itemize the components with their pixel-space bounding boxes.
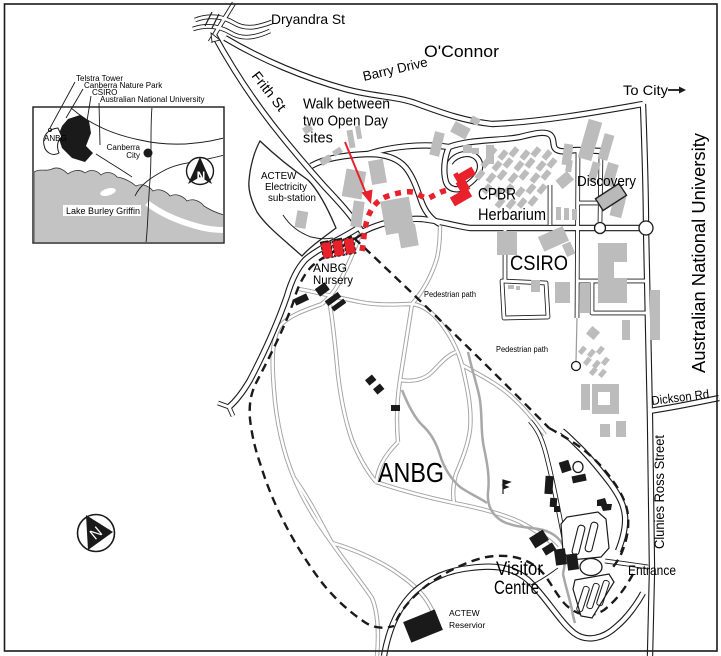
svg-text:Pedestrian path: Pedestrian path xyxy=(496,345,548,354)
svg-text:Lake Burley Griffin: Lake Burley Griffin xyxy=(66,206,140,216)
svg-text:Discovery: Discovery xyxy=(577,173,636,190)
svg-text:Walk between: Walk between xyxy=(303,97,390,113)
svg-text:sub-station: sub-station xyxy=(268,193,316,204)
svg-text:CPBR: CPBR xyxy=(478,185,516,204)
svg-text:Nursery: Nursery xyxy=(313,273,353,287)
svg-text:ANBG: ANBG xyxy=(313,261,347,275)
svg-text:ACTEW: ACTEW xyxy=(449,608,480,618)
svg-text:Centre: Centre xyxy=(494,578,539,599)
svg-text:CSIRO: CSIRO xyxy=(510,252,568,275)
svg-text:N: N xyxy=(197,169,206,183)
svg-text:two Open Day: two Open Day xyxy=(303,114,389,130)
svg-text:To City: To City xyxy=(623,82,668,98)
svg-text:Canberra Nature Park: Canberra Nature Park xyxy=(84,81,163,90)
svg-text:ANBG: ANBG xyxy=(378,457,444,488)
svg-text:Entrance: Entrance xyxy=(628,562,676,578)
svg-text:Telstra Tower: Telstra Tower xyxy=(76,74,123,83)
svg-text:CSIRO: CSIRO xyxy=(92,88,117,97)
svg-text:ACTEW: ACTEW xyxy=(261,171,297,182)
svg-text:Clunies Ross Street: Clunies Ross Street xyxy=(652,435,667,549)
svg-text:O'Connor: O'Connor xyxy=(424,42,499,61)
svg-text:ANBG: ANBG xyxy=(44,134,67,143)
svg-text:Reservior: Reservior xyxy=(449,620,486,630)
svg-text:Visitor: Visitor xyxy=(496,559,544,580)
svg-text:Electricity: Electricity xyxy=(265,182,307,193)
svg-text:Canberra: Canberra xyxy=(107,143,141,152)
svg-text:Australian National University: Australian National University xyxy=(689,133,709,373)
svg-text:City: City xyxy=(126,151,140,160)
svg-text:Dryandra St: Dryandra St xyxy=(271,11,345,27)
svg-text:Australian National University: Australian National University xyxy=(100,95,205,104)
svg-text:sites: sites xyxy=(303,131,333,147)
svg-text:Pedestrian path: Pedestrian path xyxy=(424,290,476,299)
svg-text:Herbarium: Herbarium xyxy=(478,205,546,224)
